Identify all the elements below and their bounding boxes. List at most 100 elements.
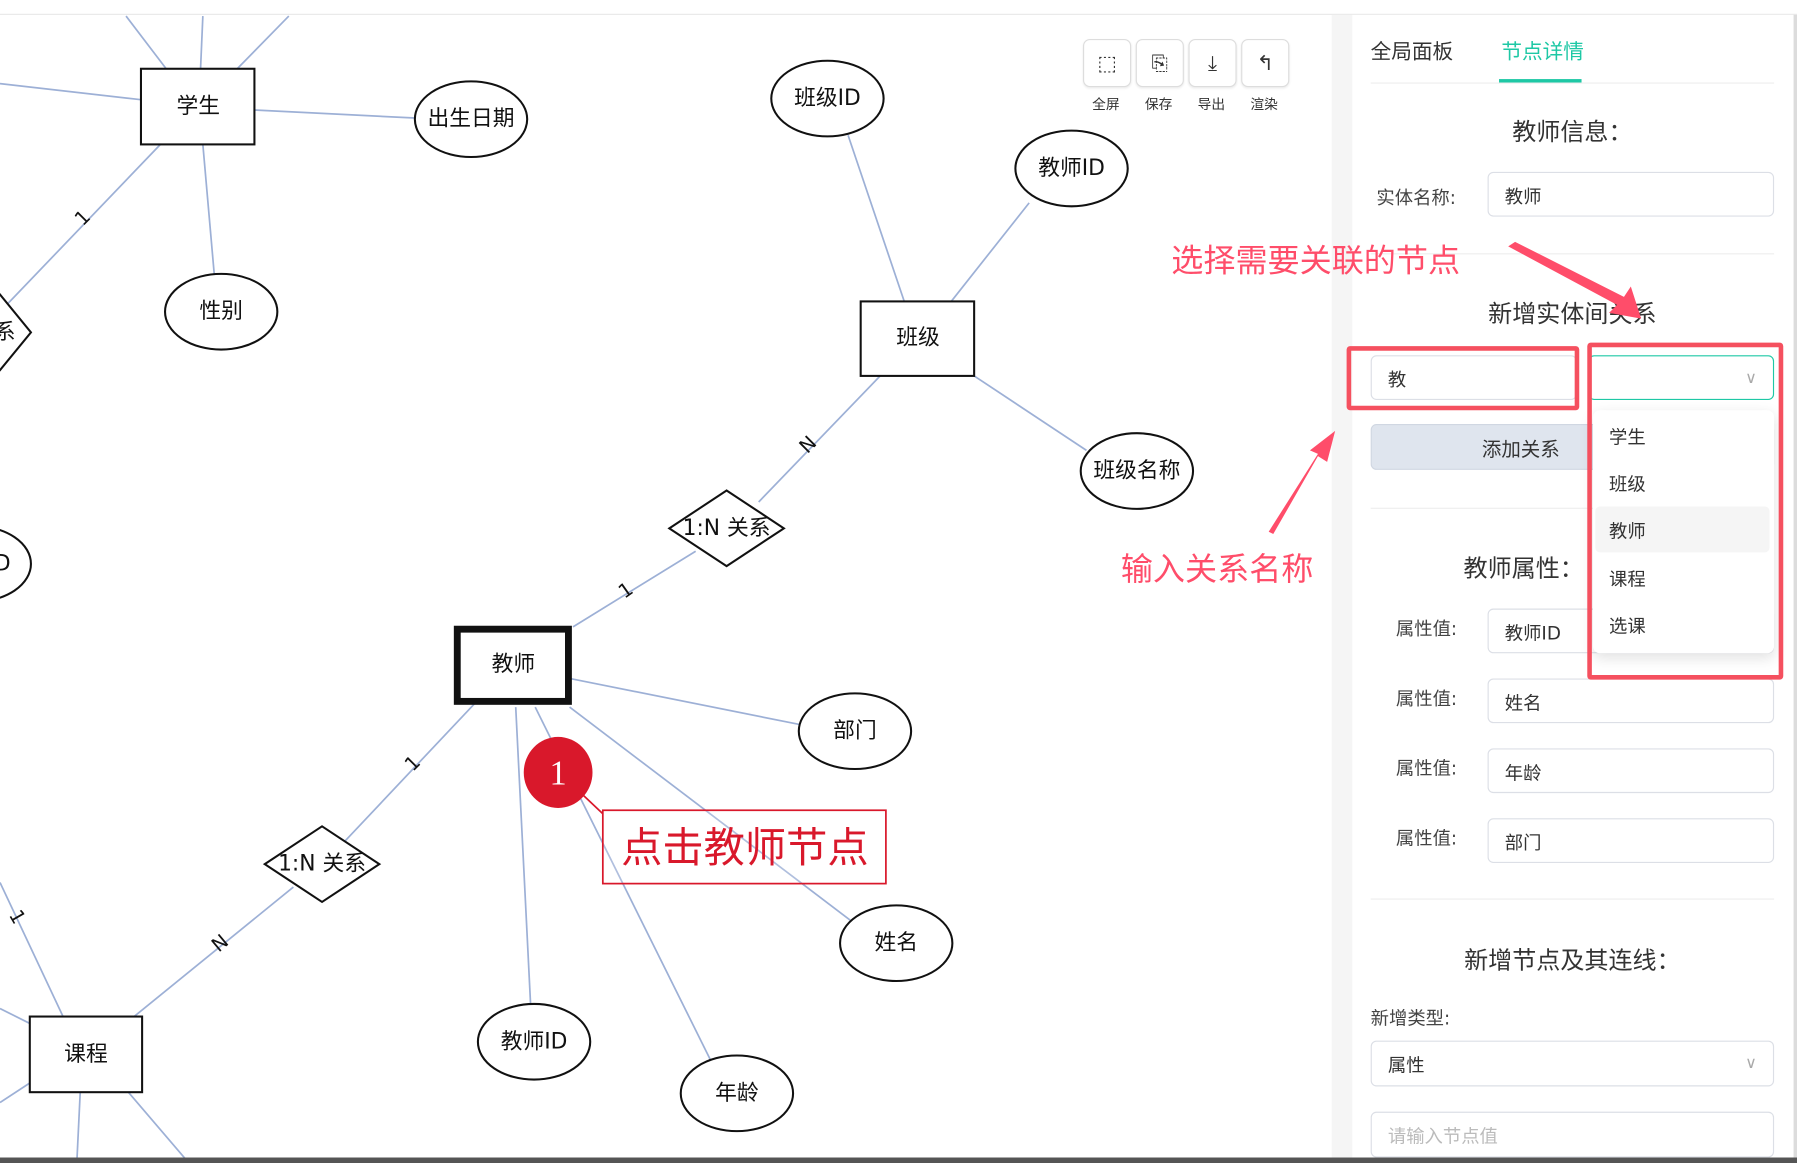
edges (0, 15, 1087, 1161)
edge (201, 144, 216, 276)
attr-label: 部门 (833, 719, 877, 744)
new-type-value: 属性 (1387, 1054, 1425, 1077)
highlight-node-select (1587, 342, 1784, 680)
cardinality-label: 1 (4, 906, 30, 928)
attr-age[interactable] (679, 1054, 795, 1133)
fullscreen-icon: ⬚ (1097, 50, 1117, 76)
attr-label: 属性值: (1395, 757, 1458, 780)
edge (0, 1007, 31, 1025)
tab-divider (1370, 82, 1775, 84)
highlight-relation-input (1346, 346, 1580, 411)
chevron-down-icon: ∨ (1745, 368, 1757, 387)
edge (343, 701, 477, 843)
entity-teacher-selected[interactable] (453, 625, 572, 705)
attr-birthdate[interactable] (413, 80, 529, 159)
annotation-enter-relation: 输入关系名称 (1120, 550, 1314, 588)
undo-icon: ↰ (1256, 50, 1274, 76)
attr-class-id[interactable] (770, 59, 885, 138)
render-button[interactable]: ↰ (1241, 38, 1290, 88)
top-border (0, 13, 1797, 15)
entity-name-label: 实体名称: (1376, 186, 1456, 209)
node-value-input[interactable]: 请输入节点值 (1370, 1111, 1775, 1158)
entity-student[interactable] (139, 67, 256, 146)
entity-label: 课程 (64, 1042, 108, 1067)
attr-class-name[interactable] (1079, 432, 1195, 510)
relation-name-input[interactable]: 教 (1370, 355, 1577, 400)
relation-label: 1:N 关系 (278, 852, 366, 877)
cardinality-label: 1 (70, 205, 95, 230)
dropdown-option[interactable]: 班级 (1609, 473, 1646, 496)
edge (0, 1082, 31, 1104)
fullscreen-button[interactable]: ⬚ (1083, 38, 1132, 88)
download-icon: ⤓ (1207, 50, 1218, 76)
attr-input[interactable]: 年龄 (1487, 748, 1775, 794)
export-label: 导出 (1197, 96, 1226, 113)
attr-input[interactable]: 姓名 (1487, 678, 1775, 724)
callout-text: 点击教师节点 (621, 824, 869, 872)
dropdown-option[interactable]: 学生 (1609, 426, 1646, 449)
step-badge (523, 736, 593, 808)
attr-gender[interactable] (163, 272, 279, 351)
relation-partial[interactable] (0, 293, 33, 372)
attr-class-teacher-id[interactable] (1014, 129, 1129, 208)
fullscreen-label: 全屏 (1092, 96, 1120, 113)
relation-teacher-course[interactable] (262, 825, 382, 904)
edge (125, 15, 167, 70)
export-button[interactable]: ⤓ (1188, 38, 1237, 88)
dropdown-option-hovered[interactable]: 教师 (1595, 506, 1770, 553)
er-diagram-canvas[interactable]: 学生 班级 教师 课程 出生日期 性别 班级ID 教师ID 班级名称 部门 姓名… (0, 15, 1332, 1161)
attr-partial[interactable] (0, 526, 32, 602)
entity-label: 班级 (896, 326, 940, 351)
edge (572, 550, 697, 628)
entity-name-input[interactable]: 教师 (1487, 171, 1775, 217)
relation-label: 系 (0, 320, 15, 345)
new-node-title: 新增节点及其连线： (1464, 946, 1681, 975)
relation-title: 新增实体间关系 (1488, 300, 1657, 328)
edge (0, 882, 64, 1017)
edge (950, 202, 1030, 302)
step-number: 1 (550, 755, 567, 793)
entity-label: 学生 (176, 94, 220, 119)
attr-label: 属性值: (1395, 687, 1458, 710)
edge (569, 706, 851, 921)
new-type-select[interactable]: 属性∨ (1370, 1040, 1775, 1087)
edge (758, 375, 881, 503)
cardinality-label: N (207, 930, 233, 957)
edge (514, 707, 532, 1006)
attr-label: 属性值: (1395, 617, 1458, 640)
target-node-select[interactable]: ∨ (1588, 355, 1775, 400)
attr-teacher-id[interactable] (476, 1002, 592, 1081)
dropdown-option[interactable]: 选课 (1609, 615, 1646, 638)
copy-icon: ⎘ (1151, 50, 1169, 76)
cardinality-label: 1 (400, 751, 425, 776)
attr-input[interactable]: 部门 (1487, 818, 1775, 863)
edge (127, 1091, 189, 1161)
tab-node-details[interactable]: 节点详情 (1501, 40, 1584, 65)
attr-label: D (0, 551, 11, 576)
tab-global-panel[interactable]: 全局面板 (1370, 40, 1454, 65)
edge (0, 143, 162, 313)
relation-label: 1:N 关系 (683, 516, 771, 541)
attr-name[interactable] (839, 904, 954, 983)
edge (133, 886, 294, 1018)
scrollbar[interactable] (1793, 14, 1797, 1158)
render-label: 渲染 (1250, 96, 1278, 113)
edge (76, 1092, 82, 1161)
attr-department[interactable] (797, 692, 913, 771)
entity-class[interactable] (859, 300, 976, 377)
cardinality-label: N (795, 431, 822, 458)
annotation-select-node: 选择需要关联的节点 (1171, 241, 1461, 280)
attr-label: 性别 (199, 299, 243, 324)
entity-course[interactable] (28, 1015, 144, 1094)
relation-class-teacher[interactable] (667, 489, 786, 568)
attr-label: 班级ID (794, 86, 861, 111)
edge (199, 16, 204, 69)
edge (569, 677, 799, 726)
new-type-label: 新增类型: (1370, 1007, 1451, 1030)
target-node-dropdown: 学生 班级 教师 课程 选课 (1593, 410, 1775, 654)
dropdown-option[interactable]: 课程 (1609, 568, 1646, 591)
attr-label: 年龄 (715, 1081, 759, 1106)
attr-label: 姓名 (874, 931, 918, 956)
save-button[interactable]: ⎘ (1135, 38, 1184, 88)
attr-label: 班级名称 (1093, 459, 1180, 484)
